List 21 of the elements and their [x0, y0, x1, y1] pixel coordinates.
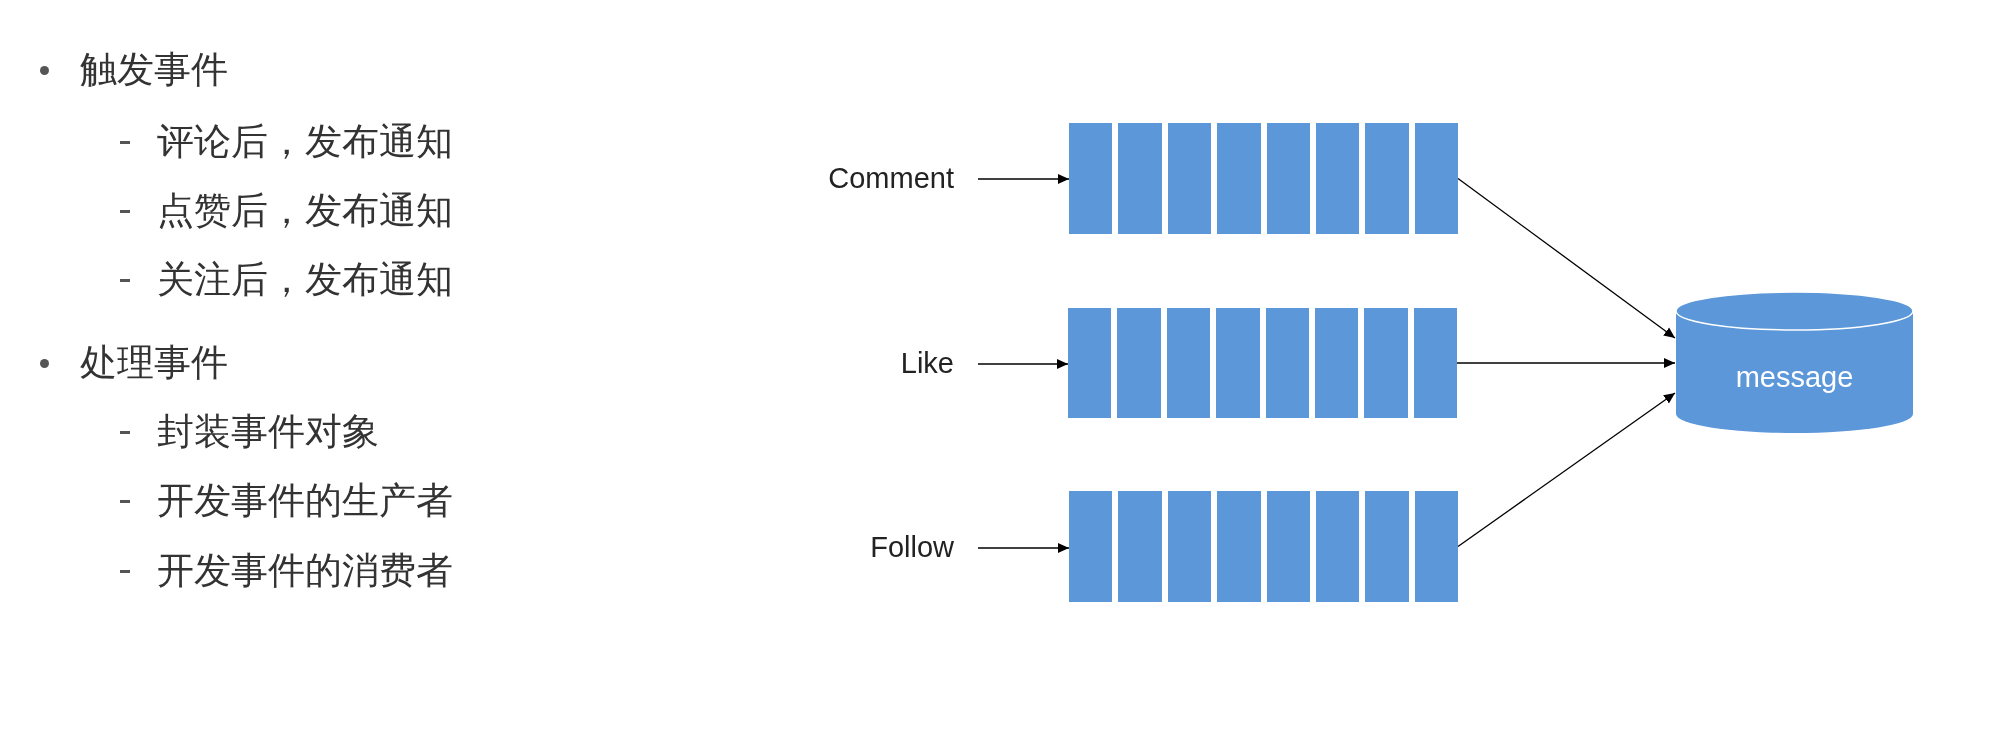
arrow	[977, 543, 1070, 553]
arrow	[1456, 358, 1676, 368]
list-item: 评论后，发布通知	[157, 120, 453, 165]
node-label: message	[1735, 359, 1854, 395]
list-item: 关注后，发布通知	[157, 258, 453, 303]
arrow	[1457, 177, 1676, 339]
list-item: 封装事件对象	[157, 410, 379, 455]
list-item: 开发事件的消费者	[157, 549, 453, 594]
arrow	[977, 359, 1069, 369]
message-queue	[1069, 491, 1458, 602]
list-item: 处理事件	[80, 341, 228, 386]
source-label: Follow	[870, 530, 954, 566]
source-label: Like	[900, 346, 954, 382]
list-item: 触发事件	[80, 48, 228, 93]
message-queue	[1068, 308, 1457, 418]
list-item: 点赞后，发布通知	[157, 189, 453, 234]
arrow	[977, 174, 1070, 184]
message-queue	[1069, 123, 1458, 234]
list-item: 开发事件的生产者	[157, 479, 453, 524]
source-label: Comment	[828, 161, 954, 197]
arrow	[1457, 392, 1676, 548]
